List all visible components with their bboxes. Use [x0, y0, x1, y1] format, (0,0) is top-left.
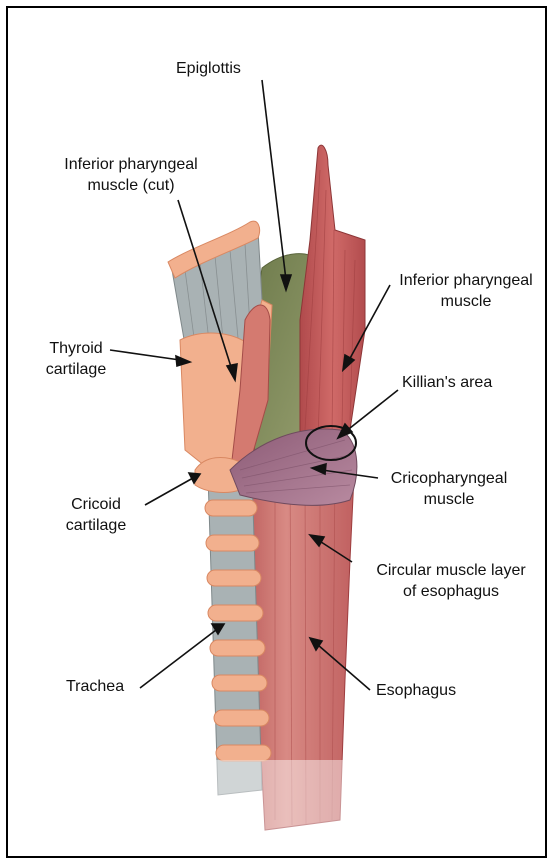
label-cricopharyngeal-muscle: Cricopharyngeal muscle — [374, 468, 524, 510]
label-inferior-pharyngeal-cut: Inferior pharyngeal muscle (cut) — [44, 154, 218, 196]
label-inferior-pharyngeal: Inferior pharyngeal muscle — [386, 270, 546, 312]
bottom-fade — [190, 760, 390, 840]
label-epiglottis: Epiglottis — [176, 58, 241, 79]
label-trachea: Trachea — [66, 676, 124, 697]
leader-thyroid — [110, 350, 180, 360]
label-thyroid-cartilage: Thyroid cartilage — [36, 338, 116, 380]
label-esophagus: Esophagus — [376, 680, 456, 701]
leader-cricoid — [145, 478, 193, 505]
leader-trachea — [140, 630, 216, 688]
label-circular-muscle-layer: Circular muscle layer of esophagus — [356, 560, 546, 602]
label-cricoid-cartilage: Cricoid cartilage — [46, 494, 146, 536]
label-killians-area: Killian's area — [402, 372, 492, 393]
leader-epiglottis — [262, 80, 286, 280]
